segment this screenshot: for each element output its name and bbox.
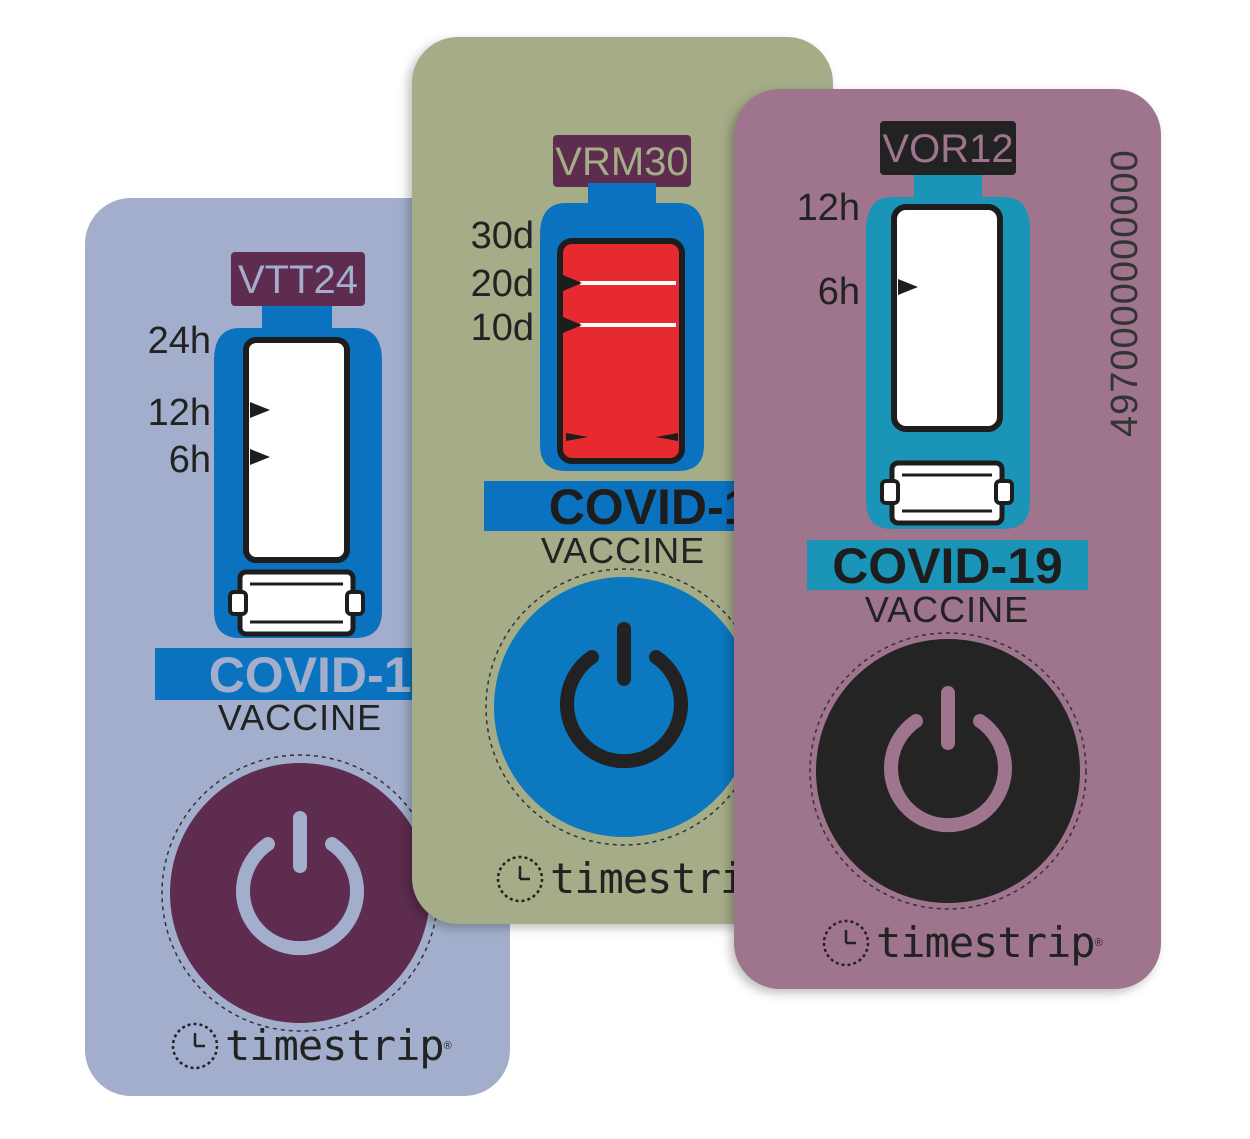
- tick-label-6h: 6h: [168, 439, 211, 481]
- indicator-code-tag: VOR12: [880, 121, 1016, 175]
- tick-label-30d: 30d: [470, 215, 534, 257]
- power-button[interactable]: [806, 629, 1096, 919]
- power-button[interactable]: [155, 748, 445, 1038]
- tick-label-6h: 6h: [817, 271, 860, 313]
- timestrip-logo: timestrip: [494, 853, 770, 905]
- tick-label-24h: 24h: [147, 320, 211, 362]
- vial-icon: [866, 175, 1030, 529]
- indicator-card-vor12: VOR12 12h 6h 4970000000000 COVID-19 VACC…: [734, 89, 1161, 989]
- vaccine-label: VACCINE: [864, 589, 1030, 630]
- timestrip-logo: timestrip®: [169, 1020, 452, 1072]
- timestrip-logo: timestrip®: [820, 917, 1103, 969]
- clock-icon: [496, 855, 544, 903]
- tick-label-12h: 12h: [796, 187, 860, 229]
- indicator-code-tag: VTT24: [231, 252, 365, 306]
- power-icon: [560, 622, 688, 769]
- brand-name: timestrip: [876, 918, 1096, 967]
- clock-icon: [822, 919, 870, 967]
- tick-label-12h: 12h: [147, 392, 211, 434]
- power-button[interactable]: [484, 567, 774, 857]
- registered-mark: ®: [1094, 937, 1103, 949]
- registered-mark: ®: [443, 1040, 452, 1052]
- vaccine-label: VACCINE: [217, 697, 383, 738]
- tick-label-10d: 10d: [470, 307, 534, 349]
- brand-name: timestrip: [225, 1021, 445, 1070]
- vial-icon: [214, 306, 382, 638]
- tick-label-20d: 20d: [470, 263, 534, 305]
- vaccine-label: VACCINE: [540, 530, 706, 571]
- indicator-code-tag: VRM30: [553, 135, 691, 187]
- power-icon: [236, 811, 364, 956]
- serial-number: 4970000000000: [1104, 149, 1146, 437]
- brand-name: timestrip: [550, 854, 770, 903]
- power-icon: [884, 686, 1012, 833]
- covid-banner: COVID-19: [807, 540, 1088, 592]
- covid-banner: COVID-19: [155, 648, 455, 702]
- vial-icon: [540, 183, 704, 471]
- clock-icon: [171, 1022, 219, 1070]
